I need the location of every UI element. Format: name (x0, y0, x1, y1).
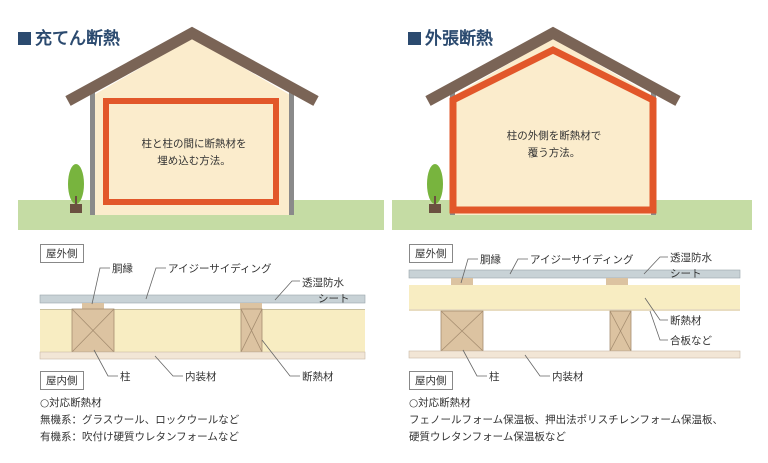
left-label-post: 柱 (120, 371, 131, 383)
left-section-title: 充てん断熱 (18, 24, 120, 49)
left-cross-section (39, 294, 366, 360)
left-notes-inorganic: 無機系：グラスウール、ロックウールなど (40, 414, 240, 426)
right-label-post: 柱 (489, 371, 500, 383)
left-title-text: 充てん断熱 (35, 29, 120, 49)
tree-left-icon (68, 164, 84, 213)
right-insulation-frame (449, 46, 657, 214)
right-house-text-line1: 柱の外側を断熱材で (506, 130, 602, 142)
left-label-interior: 内装材 (185, 371, 217, 383)
left-notes-heading: ○対応断熱材 (40, 397, 102, 409)
right-outside-tag: 屋外側 (409, 244, 453, 263)
right-notes-line1: フェノールフォーム保温板、押出法ポリスチレンフォーム保温板、 (409, 414, 724, 426)
right-label-insulation: 断熱材 (670, 315, 702, 327)
left-house-text-line1: 柱と柱の間に断熱材を (141, 138, 247, 150)
square-bullet-icon (18, 32, 31, 45)
right-label-siding: アイジーサイディング (530, 254, 634, 266)
left-label-siding: アイジーサイディング (168, 263, 272, 275)
right-inside-tag: 屋内側 (409, 371, 453, 390)
left-label-insulation: 断熱材 (302, 371, 334, 383)
leader-lines (91, 256, 668, 377)
left-inside-tag: 屋内側 (40, 371, 84, 390)
right-title-text: 外張断熱 (425, 29, 493, 49)
left-label-membrane-2: シート (318, 293, 350, 305)
left-house-description: 柱と柱の間に断熱材を 埋め込む方法。 (106, 136, 282, 170)
right-label-plywood: 合板など (670, 335, 712, 347)
left-house (65, 26, 319, 215)
right-section-title: 外張断熱 (408, 24, 493, 49)
right-label-interior: 内装材 (552, 371, 584, 383)
right-label-furring: 胴縁 (480, 254, 501, 266)
left-post-1 (71, 308, 115, 353)
square-bullet-icon (408, 32, 421, 45)
right-post-1 (440, 310, 484, 352)
right-house-description: 柱の外側を断熱材で 覆う方法。 (466, 128, 642, 162)
left-notes: ○対応断熱材 無機系：グラスウール、ロックウールなど 有機系：吹付け硬質ウレタン… (40, 395, 239, 446)
right-house-text-line2: 覆う方法。 (527, 147, 581, 159)
left-house-text-line2: 埋め込む方法。 (157, 155, 231, 167)
right-house (425, 26, 681, 215)
left-post-2 (240, 308, 263, 353)
right-post-2 (609, 310, 632, 352)
left-notes-organic: 有機系：吹付け硬質ウレタンフォームなど (40, 431, 239, 443)
left-insulation-frame (103, 98, 279, 205)
right-notes: ○対応断熱材 フェノールフォーム保温板、押出法ポリスチレンフォーム保温板、 硬質… (409, 395, 723, 446)
right-cross-section (408, 269, 741, 359)
right-notes-line2: 硬質ウレタンフォーム保温板など (409, 431, 566, 443)
left-label-membrane-1: 透湿防水 (302, 277, 344, 289)
tree-right-icon (427, 164, 443, 213)
right-notes-heading: ○対応断熱材 (409, 397, 471, 409)
left-outside-tag: 屋外側 (40, 244, 84, 263)
left-label-furring: 胴縁 (112, 263, 133, 275)
right-label-membrane-1: 透湿防水 (670, 252, 712, 264)
right-label-membrane-2: シート (670, 268, 702, 280)
